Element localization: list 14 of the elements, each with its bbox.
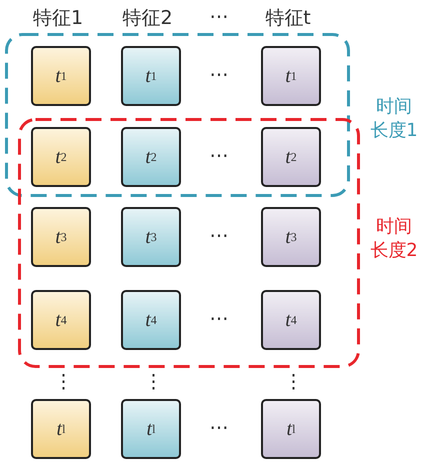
ellipsis: ⋯ xyxy=(208,227,230,247)
ellipsis: ⋯ xyxy=(208,419,230,439)
column-header: 特征2 xyxy=(122,8,173,28)
ellipsis: ⋯ xyxy=(208,147,230,167)
region-label: 时间长度1 xyxy=(370,95,418,143)
ellipsis: ⋯ xyxy=(208,310,230,330)
ellipsis: ⋯ xyxy=(208,8,230,28)
ellipsis: ⋮ xyxy=(144,373,156,393)
column-header: 特征t xyxy=(264,8,312,28)
ellipsis: ⋮ xyxy=(54,373,66,393)
column-header: 特征1 xyxy=(33,8,83,28)
region-label: 时间长度2 xyxy=(370,215,418,263)
ellipsis: ⋯ xyxy=(208,66,230,86)
ellipsis: ⋮ xyxy=(284,373,296,393)
